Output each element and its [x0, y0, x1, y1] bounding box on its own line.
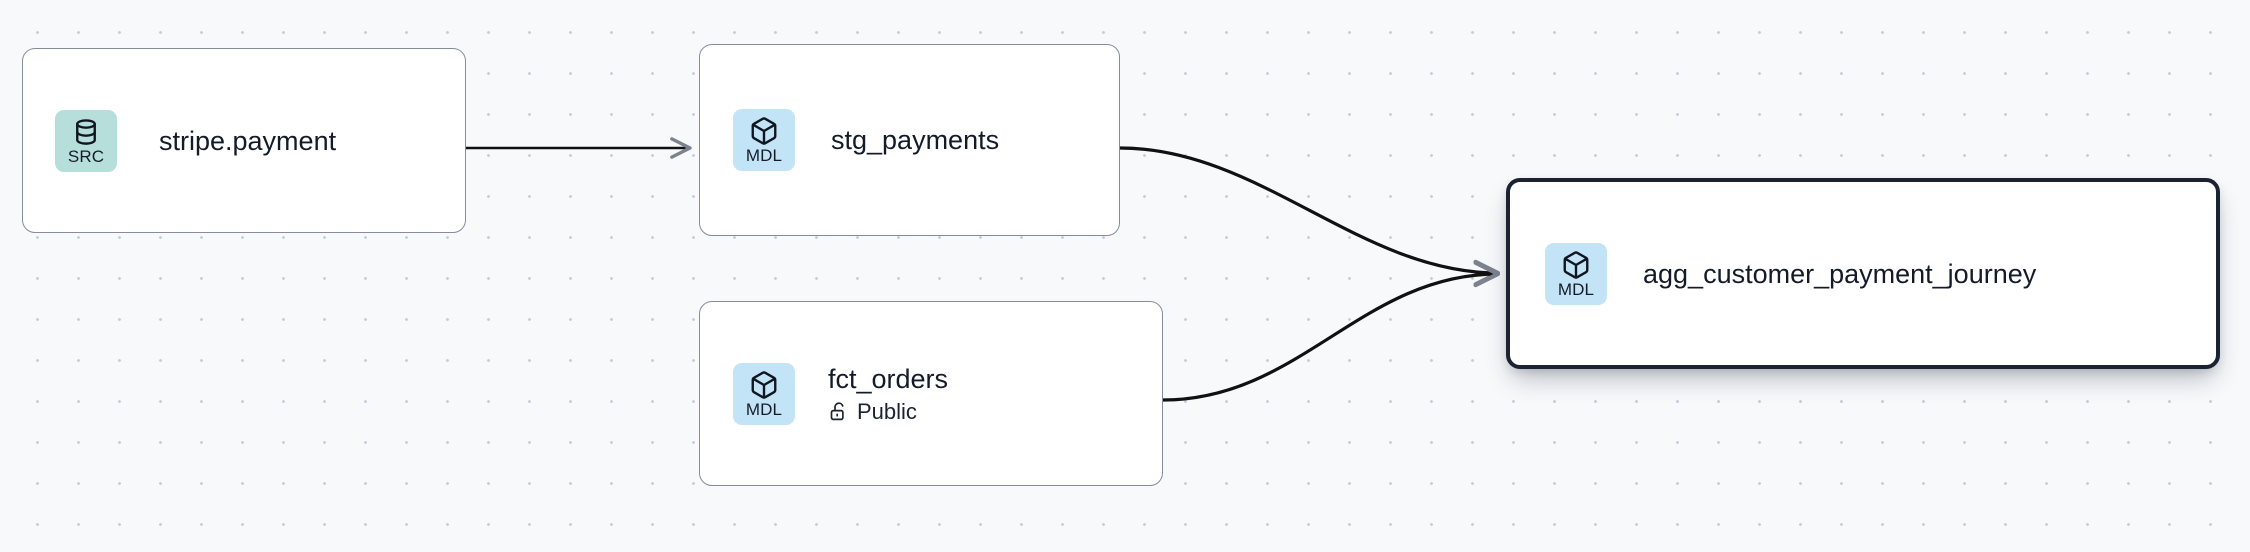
node-title: stg_payments: [831, 125, 1000, 155]
cube-icon: [749, 370, 779, 400]
node-visibility: Public: [828, 398, 948, 424]
node-text: agg_customer_payment_journey: [1643, 259, 2036, 289]
node-visibility-label: Public: [857, 398, 917, 424]
database-icon: [71, 117, 101, 147]
node-text: stg_payments: [831, 125, 999, 155]
model-badge-label: MDL: [745, 146, 783, 165]
source-badge-label: SRC: [67, 146, 105, 166]
node-text: fct_orders Public: [828, 364, 948, 424]
unlock-icon: [828, 401, 849, 422]
model-badge: MDL: [733, 362, 795, 425]
model-badge: MDL: [733, 109, 795, 171]
lineage-node-stripe-payment[interactable]: SRC stripe.payment: [22, 48, 466, 233]
model-badge-label: MDL: [1557, 279, 1595, 299]
node-title: agg_customer_payment_journey: [1643, 258, 2037, 289]
source-badge: SRC: [55, 109, 117, 172]
lineage-node-stg-payments[interactable]: MDL stg_payments: [699, 44, 1120, 236]
node-title: fct_orders: [828, 363, 949, 394]
lineage-node-fct-orders[interactable]: MDL fct_orders Public: [699, 301, 1163, 486]
lineage-node-agg-customer-payment-journey[interactable]: MDL agg_customer_payment_journey: [1506, 178, 2220, 369]
node-text: stripe.payment: [159, 126, 336, 156]
node-title: stripe.payment: [159, 125, 337, 156]
edge-stg-to-agg: [1119, 146, 1501, 287]
model-badge-label: MDL: [745, 399, 783, 419]
model-badge: MDL: [1545, 242, 1607, 305]
edge-fct-to-agg: [1162, 260, 1501, 402]
cube-icon: [749, 116, 779, 146]
cube-icon: [1561, 250, 1591, 280]
